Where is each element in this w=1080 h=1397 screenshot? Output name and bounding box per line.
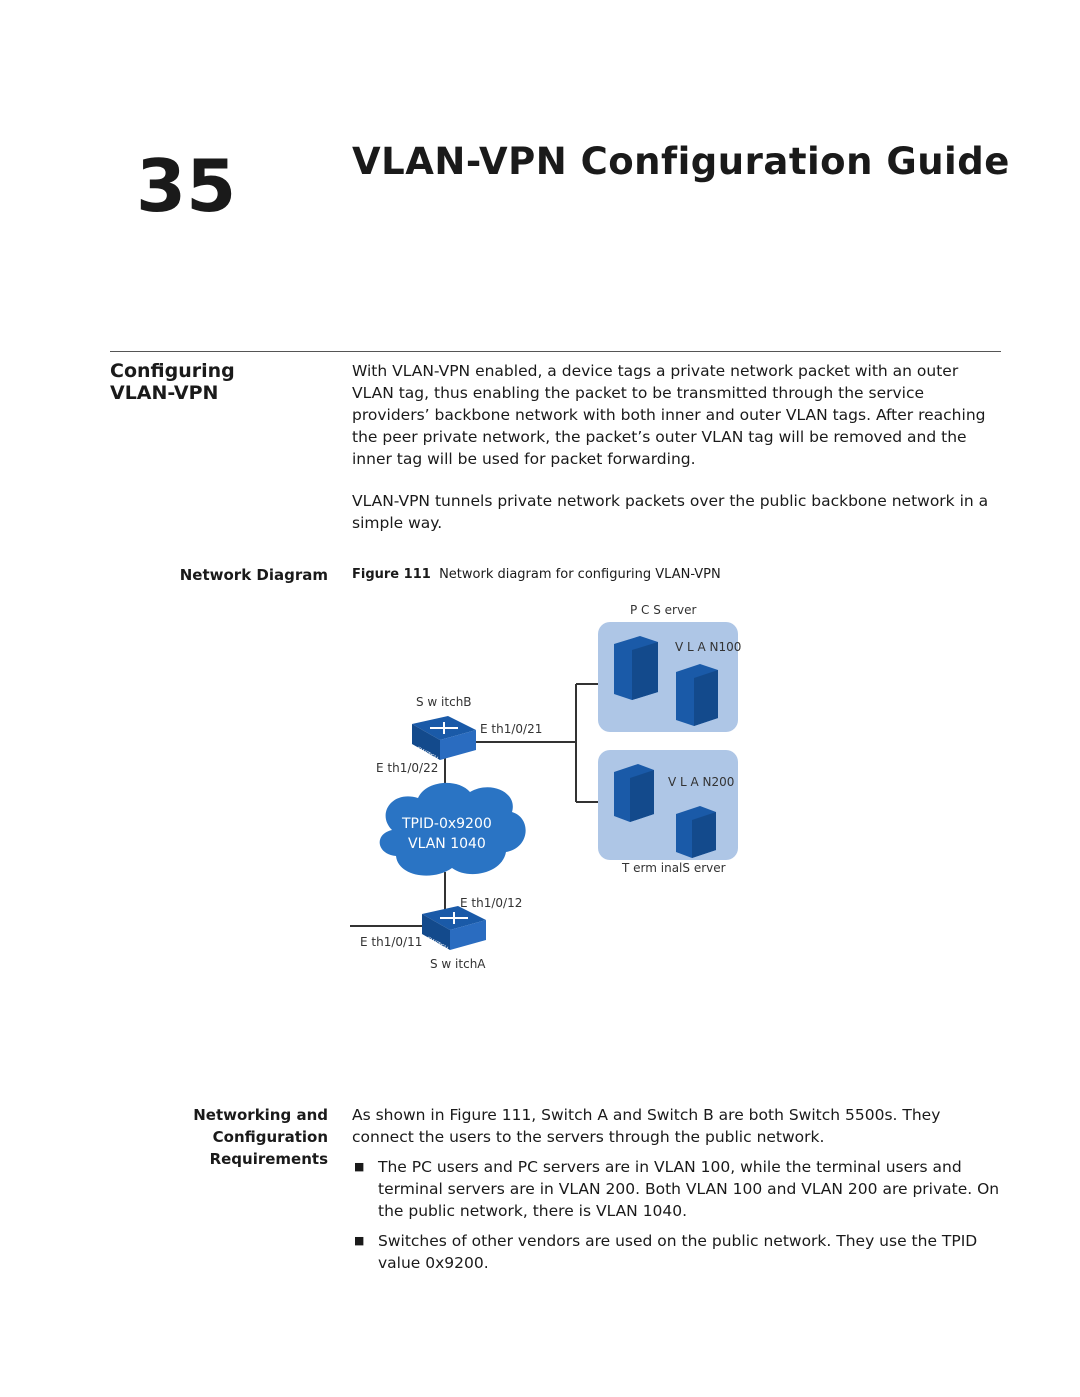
cloud-tpid-label: TPID-0x9200 (401, 816, 492, 832)
port-b21-label: E th1/0/21 (480, 722, 542, 736)
switch-a: SWITCH (422, 906, 486, 953)
vlan200-label: V L A N200 (668, 775, 734, 789)
network-diagram-heading: Network Diagram (179, 566, 328, 584)
figure-label: Figure 111 (352, 567, 431, 582)
pc-server-group: V L A N100 P C S erver (598, 603, 741, 732)
terminal-server-group: V L A N200 T erm inalS erver (598, 750, 738, 875)
pc-server-label: P C S erver (630, 603, 696, 617)
vlan100-label: V L A N100 (675, 640, 741, 654)
requirements-heading-line1: Networking and (193, 1106, 328, 1124)
requirements-heading: Networking and Configuration Requirement… (193, 1104, 328, 1170)
port-a11-label: E th1/0/11 (360, 935, 422, 949)
section-divider (110, 351, 1001, 352)
list-item-text: The PC users and PC servers are in VLAN … (378, 1158, 1000, 1220)
cloud-vlan-label: VLAN 1040 (408, 836, 486, 852)
switch-b: SWITCH (412, 716, 476, 763)
intro-paragraph-2: VLAN-VPN tunnels private network packets… (352, 492, 989, 532)
chapter-number: 35 (136, 144, 237, 228)
switch-a-arrows-icon (440, 912, 468, 924)
requirements-list: ■ The PC users and PC servers are in VLA… (352, 1156, 1000, 1282)
list-item-text: Switches of other vendors are used on th… (378, 1232, 978, 1272)
terminal-server-label: T erm inalS erver (621, 861, 726, 875)
chapter-title: VLAN-VPN Configuration Guide (352, 140, 1010, 183)
switch-a-label: S w itchA (430, 957, 486, 971)
section-heading-line2: VLAN-VPN (110, 382, 219, 404)
port-a12-label: E th1/0/12 (460, 896, 522, 910)
bullet-square-icon: ■ (354, 1234, 365, 1247)
requirements-heading-line2: Configuration (212, 1128, 328, 1146)
list-item: ■ Switches of other vendors are used on … (352, 1230, 1000, 1274)
figure-caption-text: Network diagram for configuring VLAN-VPN (439, 567, 721, 582)
figure-caption: Figure 111 Network diagram for configuri… (352, 565, 721, 585)
list-item: ■ The PC users and PC servers are in VLA… (352, 1156, 1000, 1222)
port-b22-label: E th1/0/22 (376, 761, 438, 775)
section-heading: Configuring VLAN-VPN (110, 360, 235, 404)
switch-b-label: S w itchB (416, 695, 472, 709)
public-network-cloud: TPID-0x9200 VLAN 1040 (379, 782, 526, 876)
bullet-square-icon: ■ (354, 1160, 365, 1173)
requirements-intro: As shown in Figure 111, Switch A and Swi… (352, 1106, 941, 1146)
server-icon (614, 636, 718, 726)
intro-paragraph-1: With VLAN-VPN enabled, a device tags a p… (352, 362, 986, 468)
connection-lines (350, 683, 600, 927)
switch-b-arrows-icon (430, 722, 458, 734)
terminal-icon (614, 764, 716, 858)
section-heading-line1: Configuring (110, 360, 235, 382)
requirements-heading-line3: Requirements (209, 1150, 328, 1168)
network-diagram: V L A N100 P C S erver V L A N200 T erm … (350, 603, 741, 971)
